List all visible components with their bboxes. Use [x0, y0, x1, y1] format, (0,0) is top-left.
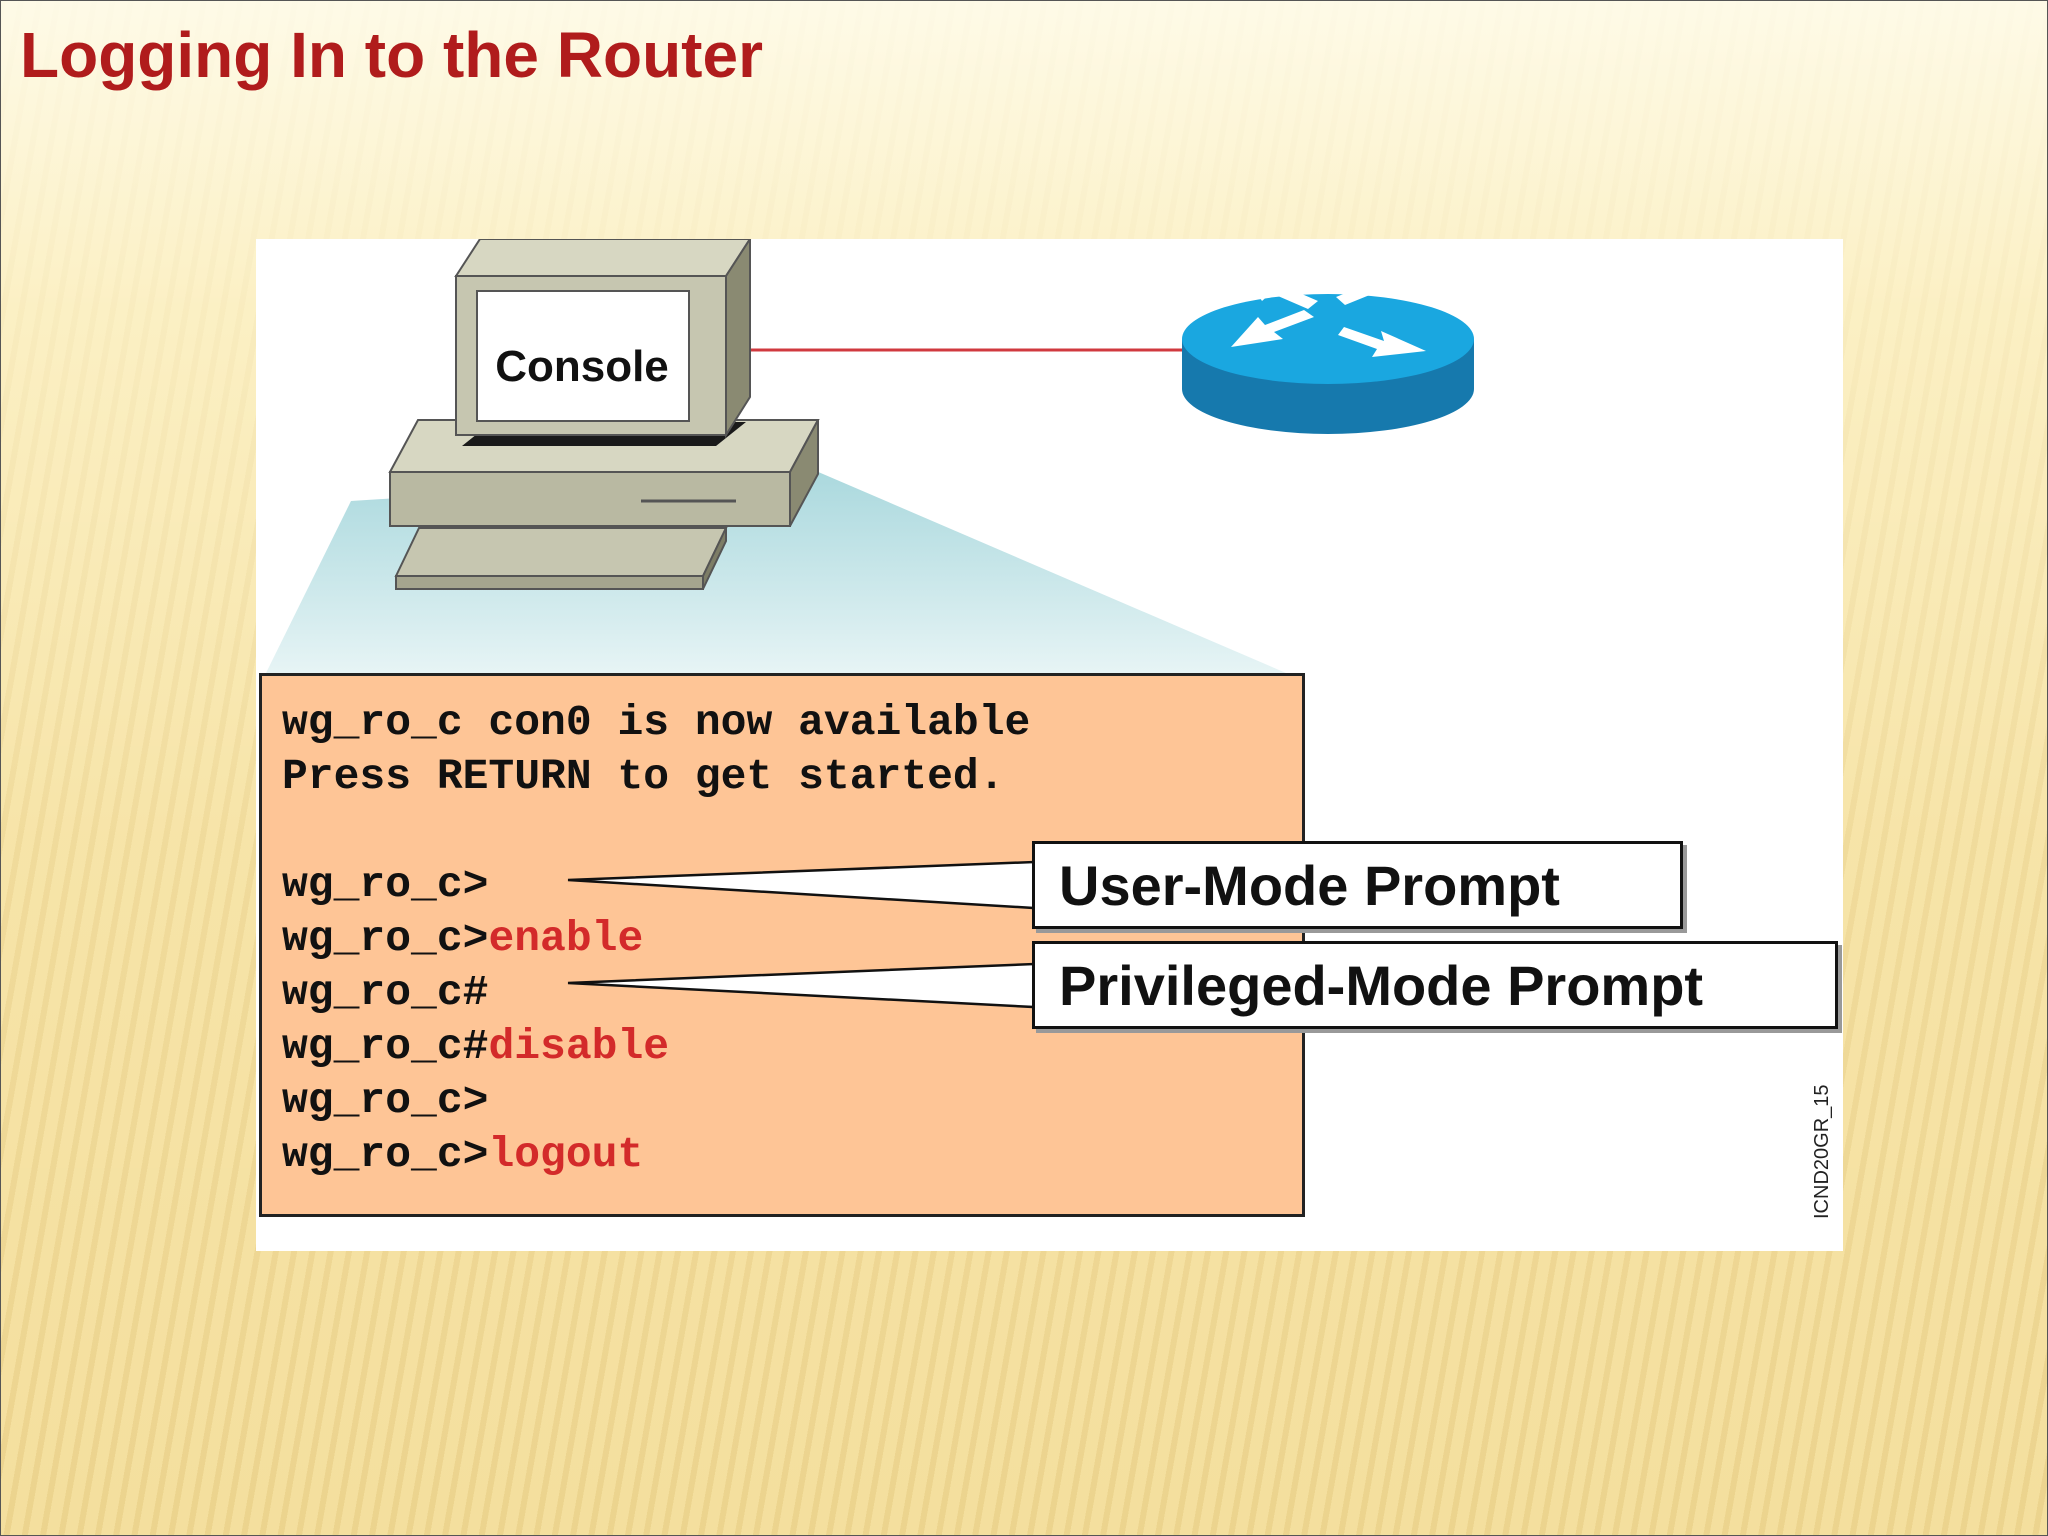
- user-mode-pointer: [567, 860, 1036, 910]
- terminal-line: wg_ro_c>enable: [282, 912, 1302, 966]
- user-mode-prompt-callout: User-Mode Prompt: [1032, 841, 1683, 929]
- privileged-mode-prompt-callout: Privileged-Mode Prompt: [1032, 941, 1838, 1029]
- callout-pointers: [567, 860, 1036, 1009]
- terminal-line: wg_ro_c#: [282, 966, 1302, 1020]
- terminal-line: wg_ro_c>: [282, 858, 1302, 912]
- figure-id: ICND20GR_15: [1811, 1084, 1833, 1219]
- terminal-line: wg_ro_c>: [282, 1074, 1302, 1128]
- terminal-line: wg_ro_c con0 is now available: [282, 696, 1302, 750]
- terminal-line: Press RETURN to get started.: [282, 750, 1302, 804]
- terminal-text: wg_ro_c con0 is now available: [282, 698, 1031, 747]
- slide-title: Logging In to the Router: [20, 19, 763, 91]
- terminal-prompt: wg_ro_c>: [282, 1076, 489, 1125]
- terminal-text: Press RETURN to get started.: [282, 752, 1005, 801]
- terminal-prompt: wg_ro_c#: [282, 968, 489, 1017]
- console-label: Console: [495, 342, 669, 391]
- diagram-graphics: [266, 239, 1474, 673]
- terminal-line: wg_ro_c#disable: [282, 1020, 1302, 1074]
- terminal-command-logout: logout: [488, 1130, 644, 1179]
- privileged-mode-pointer: [567, 962, 1036, 1009]
- terminal-prompt: wg_ro_c>: [282, 1130, 489, 1179]
- terminal-prompt: wg_ro_c#: [282, 1022, 489, 1071]
- terminal-line: wg_ro_c>logout: [282, 1128, 1302, 1182]
- terminal-prompt: wg_ro_c>: [282, 860, 489, 909]
- diagram-figure: Console wg_ro_c con0 is now available Pr…: [256, 239, 1843, 1251]
- console-computer-icon: [388, 239, 820, 590]
- router-icon: [1182, 269, 1474, 434]
- terminal-command-disable: disable: [488, 1022, 670, 1071]
- terminal-command-enable: enable: [488, 914, 644, 963]
- terminal-prompt: wg_ro_c>: [282, 914, 489, 963]
